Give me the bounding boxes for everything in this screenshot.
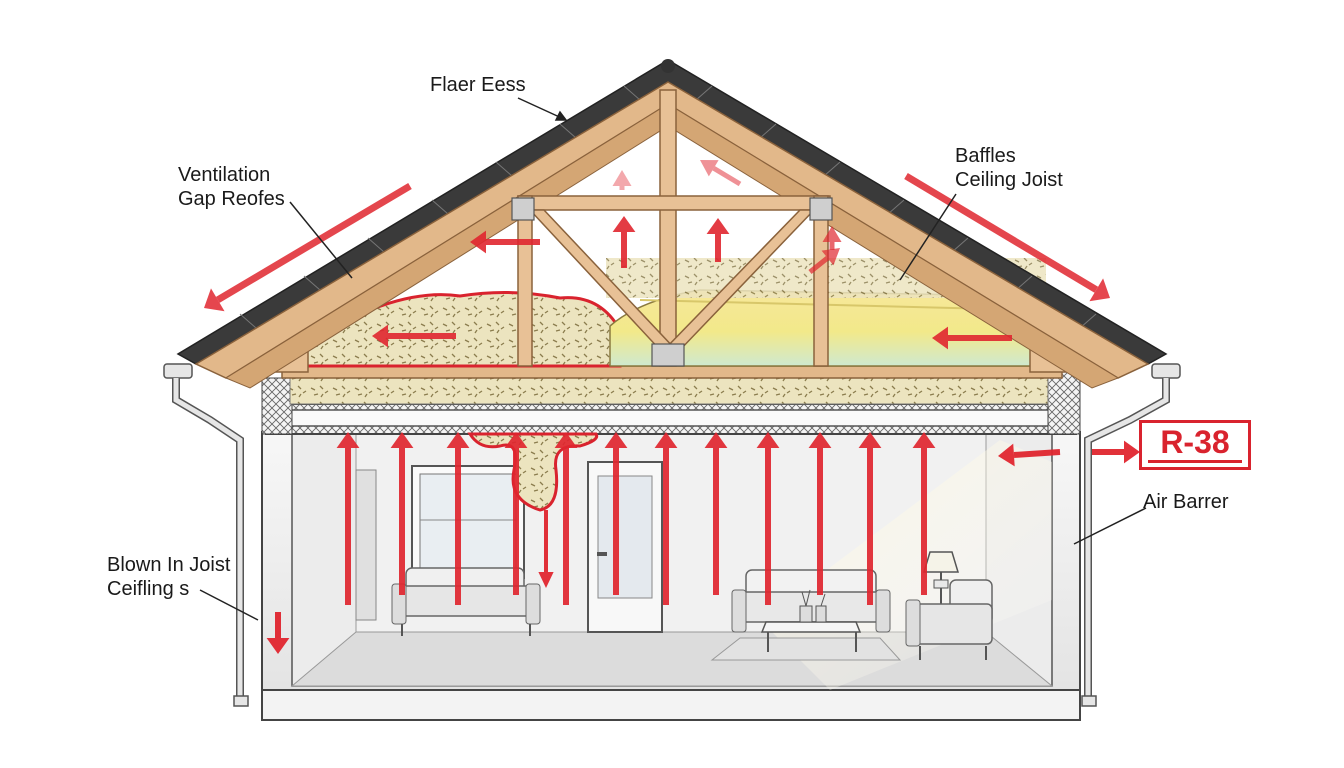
foundation: [261, 687, 1081, 721]
rug: [710, 637, 902, 661]
heat-flow-arrow-icon: [1124, 440, 1140, 464]
heat-flow-arrow-icon: [912, 432, 936, 448]
callout-blown-in-line1: Blown In Joist: [107, 554, 231, 576]
callout-top-text: Flaer Eess: [430, 74, 526, 96]
heat-flow-arrow-shaft: [808, 256, 830, 274]
heat-flow-arrow-icon: [654, 432, 678, 448]
heat-flow-arrow-icon: [446, 432, 470, 448]
callout-air-barrer-text: Air Barrer: [1143, 491, 1229, 513]
heat-flow-arrow-icon: [822, 226, 842, 242]
heat-flow-arrow-icon: [808, 432, 832, 448]
heat-flow-arrow-icon: [470, 230, 486, 254]
coffee-table-icon: [760, 589, 862, 652]
gutter-downspout-icon: [1081, 363, 1181, 707]
callout-baffles: Baffles Ceiling Joist: [955, 144, 1063, 192]
heat-flow-arrow-icon: [858, 432, 882, 448]
heat-flow-arrow-icon: [372, 324, 388, 348]
sofa-icon: [391, 567, 541, 636]
callout-blown-in: Blown In Joist Ceifling s: [107, 553, 230, 601]
heat-flow-arrow-icon: [821, 248, 840, 266]
heat-flow-arrow-icon: [538, 572, 554, 588]
heat-flow-arrows: [204, 160, 1140, 654]
heat-flow-arrow-shaft: [215, 182, 412, 303]
heat-flow-arrow-shaft: [712, 166, 742, 187]
truss-plates: [511, 197, 833, 367]
wall-column: [355, 469, 377, 621]
armchair-icon: [905, 579, 993, 660]
heat-flow-arrow-icon: [554, 432, 578, 448]
gutter-downspout-icon: [163, 363, 249, 707]
heat-flow-arrow-icon: [706, 218, 730, 234]
door-icon: [587, 461, 663, 633]
callout-top: Flaer Eess: [430, 73, 526, 97]
wall-cap-left: [261, 377, 293, 435]
heat-flow-arrow-icon: [612, 170, 632, 186]
heat-flow-arrow-icon: [756, 432, 780, 448]
heat-flow-arrow-icon: [1089, 278, 1110, 302]
leader-lines: [199, 97, 1147, 621]
roof-truss: [517, 89, 831, 367]
air-barrier-layer: [281, 409, 1063, 427]
heat-flow-arrow-icon: [336, 432, 360, 448]
callout-ventilation-line1: Ventilation: [178, 164, 271, 186]
heat-flow-arrow-icon: [504, 432, 528, 448]
callout-ventilation-line2: Gap Reofes: [178, 188, 285, 210]
heat-flow-arrow-icon: [612, 216, 636, 232]
floor-lamp-icon: [922, 551, 960, 612]
ridge-cap: [661, 59, 675, 73]
heat-flow-arrow-shaft: [904, 172, 1099, 293]
heat-flow-arrow-icon: [932, 326, 948, 350]
r-value-badge: R-38: [1139, 420, 1251, 470]
ceiling-joist: [281, 365, 1063, 379]
heat-flow-arrow-icon: [998, 443, 1015, 467]
insulation-gap-leak: [467, 432, 599, 512]
callout-ventilation: Ventilation Gap Reofes: [178, 163, 285, 211]
callout-baffles-line2: Ceiling Joist: [955, 169, 1063, 191]
heat-flow-arrow-icon: [266, 638, 290, 654]
heat-flow-arrow-icon: [204, 288, 225, 312]
heat-flow-arrow-shaft: [1013, 449, 1061, 458]
heat-flow-arrow-icon: [390, 432, 414, 448]
callout-blown-in-line2: Ceifling s: [107, 578, 190, 600]
heat-flow-arrow-icon: [604, 432, 628, 448]
window-icon: [411, 465, 525, 579]
callout-air-barrer: Air Barrer: [1143, 490, 1229, 514]
callout-baffles-line1: Baffles: [955, 145, 1016, 167]
heat-flow-arrow-icon: [700, 160, 719, 177]
heat-flow-arrow-icon: [704, 432, 728, 448]
